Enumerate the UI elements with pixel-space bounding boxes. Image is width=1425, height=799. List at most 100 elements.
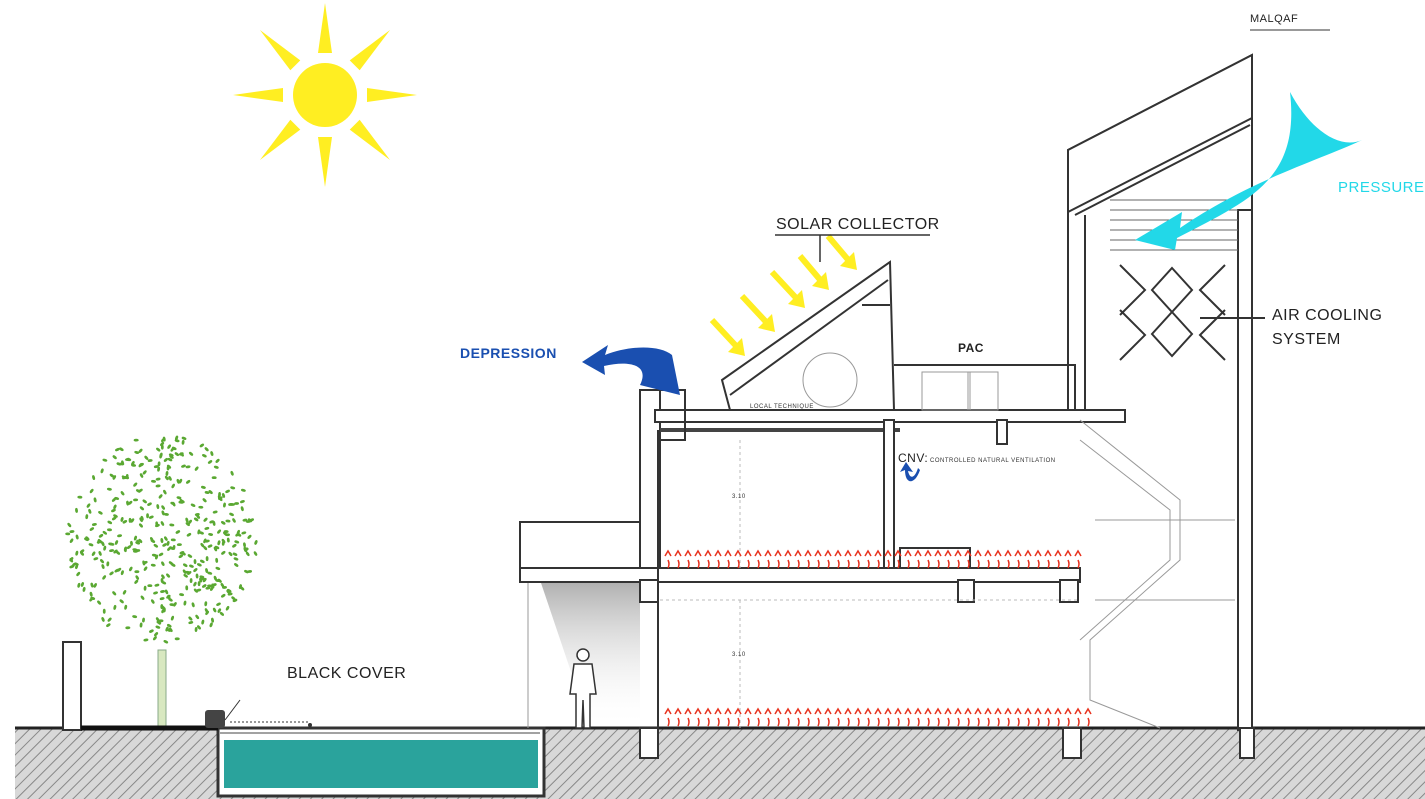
leaf [159, 597, 165, 601]
leaf [107, 520, 113, 525]
leaf [139, 506, 145, 511]
leaf [79, 549, 85, 554]
leaf [233, 557, 239, 561]
leaf [138, 538, 143, 544]
leaf [128, 500, 133, 505]
leaf [217, 540, 221, 546]
leaf [160, 538, 164, 543]
leaf [155, 625, 161, 629]
leaf [198, 505, 204, 509]
leaf [120, 516, 124, 522]
leaf [75, 550, 79, 556]
label-solar-collector: SOLAR COLLECTOR [776, 216, 940, 233]
leaf [195, 573, 199, 579]
fence-post [62, 641, 82, 731]
leaf [168, 453, 174, 457]
leaf [142, 560, 146, 566]
heat-arrow [734, 549, 742, 569]
leaf [135, 575, 139, 580]
leaf [199, 577, 203, 583]
leaf [225, 519, 231, 523]
leaf [122, 520, 128, 524]
leaf [179, 593, 185, 597]
leaf [111, 516, 117, 521]
leaf [193, 588, 198, 593]
heat-arrow [1024, 549, 1032, 569]
leaf [67, 522, 72, 528]
leaf [164, 475, 169, 481]
heat-arrow [1064, 707, 1072, 727]
leaf [166, 540, 170, 546]
leaf [203, 545, 208, 551]
leaf [77, 495, 83, 499]
leaf [93, 583, 97, 588]
leaf [207, 571, 213, 575]
leaf [86, 503, 91, 508]
leaf [226, 537, 230, 543]
leaf [138, 448, 143, 453]
leaf [182, 569, 187, 574]
leaf [174, 439, 180, 443]
leaf [194, 627, 198, 633]
leaf [168, 476, 172, 481]
leaf [190, 503, 196, 507]
leaf [113, 514, 118, 518]
leaf [106, 623, 111, 627]
leaf [161, 605, 166, 611]
heat-arrow [774, 707, 782, 727]
leaf [163, 458, 168, 462]
leaf [202, 577, 207, 583]
leaf [154, 583, 160, 587]
leaf [182, 563, 188, 568]
leaf [241, 531, 247, 535]
heat-arrow [1044, 707, 1052, 727]
leaf [178, 478, 183, 484]
leaf [216, 602, 221, 606]
leaf [225, 533, 230, 537]
leaf [161, 510, 165, 516]
heat-arrow [894, 707, 902, 727]
leaf [85, 536, 90, 541]
heat-arrow [944, 549, 952, 569]
leaf [130, 518, 135, 523]
leaf [109, 571, 114, 576]
leaf [180, 499, 185, 504]
leaf [158, 494, 163, 499]
leaf [166, 465, 170, 471]
heat-arrow [1014, 549, 1022, 569]
label-black-cover: BLACK COVER [287, 665, 406, 682]
leaf [207, 544, 213, 548]
leaf [82, 586, 86, 592]
leaf [204, 491, 210, 494]
leaf [100, 559, 105, 564]
leaf [193, 568, 198, 573]
leaf [175, 435, 179, 441]
leaf [175, 530, 181, 534]
heat-arrow [814, 549, 822, 569]
leaf [223, 502, 226, 508]
leaf [121, 460, 124, 466]
leaf [161, 437, 165, 443]
leaf [183, 600, 187, 606]
heat-arrow [1004, 549, 1012, 569]
leaf [215, 458, 220, 463]
leaf [97, 538, 101, 544]
leaf [88, 543, 94, 547]
leaf [65, 532, 71, 536]
leaf [132, 615, 138, 619]
leaf [183, 573, 188, 578]
leaf [91, 551, 96, 556]
leaf [223, 530, 229, 533]
heat-arrow [904, 707, 912, 727]
leaf [204, 601, 208, 607]
heat-arrow [704, 707, 712, 727]
leaf [193, 559, 197, 565]
heat-arrow [714, 707, 722, 727]
leaf [138, 488, 143, 493]
label-local-technique: LOCAL TECHNIQUE [750, 404, 814, 410]
heat-arrow [924, 707, 932, 727]
leaf [194, 466, 199, 471]
leaf [133, 498, 139, 502]
heat-arrow [824, 549, 832, 569]
